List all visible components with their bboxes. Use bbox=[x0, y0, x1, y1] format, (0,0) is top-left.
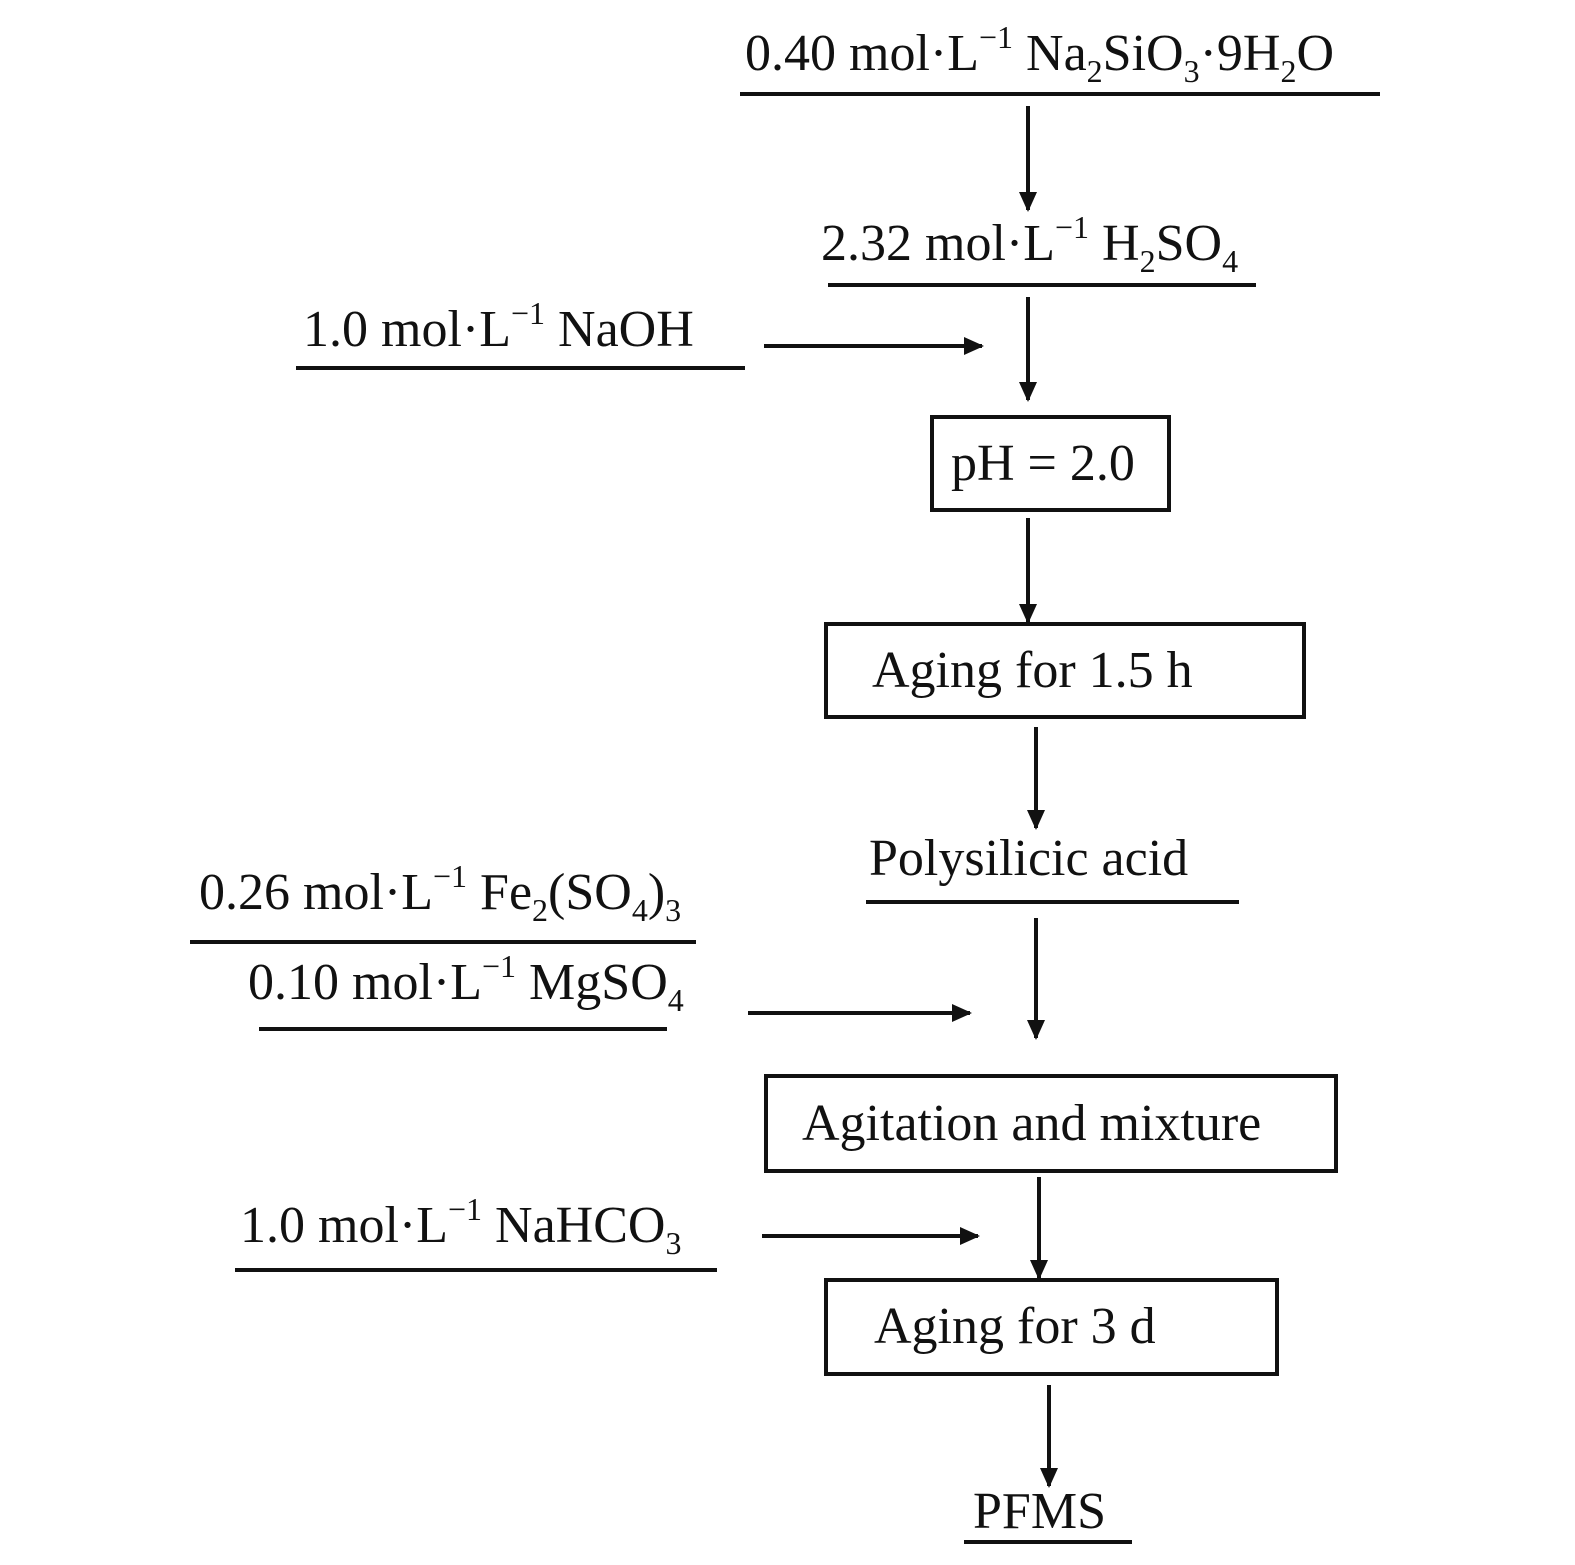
underline-na2sio3 bbox=[740, 92, 1380, 96]
exponent: −1 bbox=[510, 295, 546, 331]
exponent: −1 bbox=[978, 19, 1014, 55]
label-agitation: Agitation and mixture bbox=[802, 1094, 1262, 1152]
formula-text: (SO bbox=[548, 864, 632, 921]
formula-subscript: 4 bbox=[1222, 243, 1239, 279]
formula-text: Fe bbox=[467, 864, 533, 921]
concentration: 2.32 mol·L bbox=[821, 215, 1055, 272]
node-fe2so43: 0.26 mol·L−1 Fe2(SO4)3 bbox=[199, 860, 681, 926]
formula-text: MgSO bbox=[516, 954, 668, 1011]
underline-fe2so43 bbox=[190, 940, 696, 944]
formula-subscript: 4 bbox=[631, 892, 648, 928]
formula-subscript: 3 bbox=[665, 1225, 682, 1261]
underline-mgso4 bbox=[259, 1027, 667, 1031]
label-aging-3d: Aging for 3 d bbox=[874, 1298, 1156, 1355]
formula-text: ) bbox=[647, 864, 666, 921]
underline-h2so4 bbox=[828, 283, 1256, 287]
formula-subscript: 3 bbox=[665, 892, 682, 928]
concentration: 0.10 mol·L bbox=[248, 954, 482, 1011]
box-ph: pH = 2.0 bbox=[930, 415, 1171, 512]
concentration: 1.0 mol·L bbox=[303, 301, 511, 358]
underline-naoh bbox=[296, 366, 745, 370]
formula-text: Na bbox=[1013, 25, 1087, 82]
formula-text: O bbox=[1296, 25, 1335, 82]
formula-text: SO bbox=[1155, 215, 1223, 272]
concentration: 1.0 mol·L bbox=[240, 1197, 448, 1254]
formula-subscript: 2 bbox=[532, 892, 549, 928]
exponent: −1 bbox=[432, 858, 468, 894]
underline-nahco3 bbox=[235, 1268, 717, 1272]
formula-text: SiO bbox=[1102, 25, 1184, 82]
exponent: −1 bbox=[481, 948, 517, 984]
label-ph: pH = 2.0 bbox=[951, 434, 1135, 492]
underline-pfms bbox=[964, 1540, 1132, 1544]
underline-polysilicic-acid bbox=[866, 900, 1239, 904]
node-naoh: 1.0 mol·L−1 NaOH bbox=[303, 297, 694, 360]
box-aging-1-5h: Aging for 1.5 h bbox=[824, 622, 1306, 719]
box-agitation: Agitation and mixture bbox=[764, 1074, 1338, 1173]
node-pfms: PFMS bbox=[973, 1483, 1106, 1540]
node-mgso4: 0.10 mol·L−1 MgSO4 bbox=[248, 950, 684, 1016]
concentration: 0.40 mol·L bbox=[745, 25, 979, 82]
node-h2so4: 2.32 mol·L−1 H2SO4 bbox=[821, 211, 1238, 277]
label-aging-1-5h: Aging for 1.5 h bbox=[872, 641, 1193, 699]
exponent: −1 bbox=[447, 1191, 483, 1227]
node-polysilicic-acid: Polysilicic acid bbox=[869, 830, 1189, 887]
formula-text: ·9H bbox=[1199, 25, 1281, 82]
formula-subscript: 2 bbox=[1280, 53, 1297, 89]
formula-subscript: 4 bbox=[667, 982, 684, 1018]
formula-text: H bbox=[1089, 215, 1140, 272]
formula-subscript: 2 bbox=[1139, 243, 1156, 279]
node-nahco3: 1.0 mol·L−1 NaHCO3 bbox=[240, 1193, 681, 1259]
formula-subscript: 3 bbox=[1183, 53, 1200, 89]
box-aging-3d: Aging for 3 d bbox=[824, 1278, 1279, 1376]
formula-subscript: 2 bbox=[1086, 53, 1103, 89]
node-na2sio3: 0.40 mol·L−1 Na2SiO3·9H2O bbox=[745, 21, 1335, 87]
exponent: −1 bbox=[1054, 209, 1090, 245]
formula-text: NaOH bbox=[545, 301, 694, 358]
formula-text: NaHCO bbox=[482, 1197, 666, 1254]
concentration: 0.26 mol·L bbox=[199, 864, 433, 921]
